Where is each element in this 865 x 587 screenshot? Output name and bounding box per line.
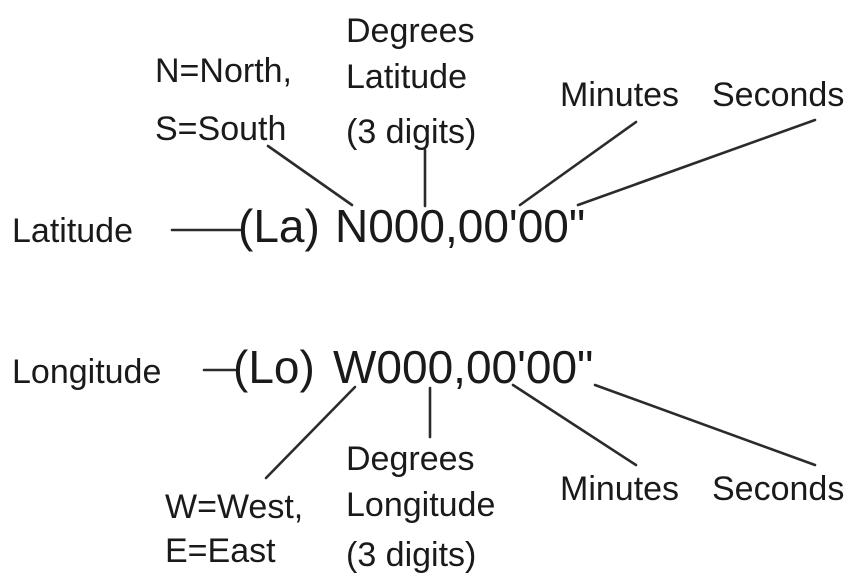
longitude-group: Longitude (Lo) W000,00'00" W=West, E=Eas… [12, 341, 844, 574]
lon-seconds-label: Seconds [712, 470, 844, 508]
lat-minutes-leader [518, 120, 638, 207]
lon-degrees-note-line3: (3 digits) [346, 536, 476, 574]
lat-hemisphere-note-line1: N=North, [155, 52, 292, 90]
lon-degrees-note-line2: Longitude [346, 486, 495, 524]
lon-minutes-leader [511, 383, 638, 467]
lon-minutes-label: Minutes [560, 470, 679, 508]
longitude-label: Longitude [12, 353, 161, 391]
lat-seconds-leader [576, 118, 817, 207]
lat-seconds-label: Seconds [712, 76, 844, 114]
lon-degrees-note-line1: Degrees [346, 440, 475, 478]
lat-minutes-label: Minutes [560, 76, 679, 114]
lon-hemisphere-note-line1: W=West, [165, 488, 303, 526]
lat-degrees-note-line3: (3 digits) [346, 113, 476, 151]
latitude-value: N000,00'00" [335, 200, 585, 252]
longitude-value: W000,00'00" [333, 341, 593, 393]
longitude-code: (Lo) [233, 341, 315, 393]
latitude-group: N=North, S=South Degrees Latitude (3 dig… [12, 12, 844, 252]
lat-hemisphere-note-line2: S=South [155, 110, 286, 148]
latitude-label: Latitude [12, 212, 133, 250]
lon-seconds-leader [593, 383, 817, 467]
lon-hemisphere-leader [264, 385, 357, 480]
lat-degrees-note-line2: Latitude [346, 58, 467, 96]
latitude-code: (La) [238, 200, 320, 252]
lon-hemisphere-note-line2: E=East [165, 532, 276, 570]
lat-degrees-note-line1: Degrees [346, 12, 475, 50]
lat-hemisphere-leader [266, 144, 354, 207]
